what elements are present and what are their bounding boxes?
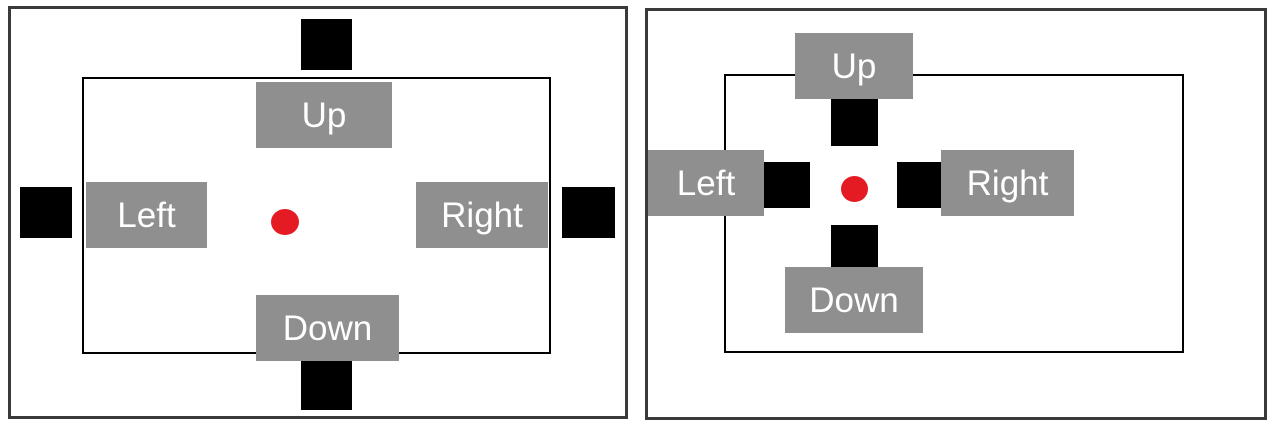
left-label: Left (86, 182, 207, 248)
panel-right: Up Down Left Right (645, 8, 1267, 420)
down-square (831, 225, 878, 272)
right-label: Right (941, 150, 1074, 216)
panel-left: Up Down Left Right (8, 6, 628, 419)
up-label: Up (256, 82, 392, 148)
left-square (763, 162, 810, 208)
down-label: Down (785, 267, 923, 333)
right-square (897, 162, 945, 208)
up-square (831, 98, 878, 146)
fixation-dot (271, 209, 299, 235)
down-square (301, 359, 352, 410)
fixation-dot (841, 176, 868, 202)
left-square (20, 187, 72, 238)
up-square (301, 19, 352, 70)
left-label: Left (648, 150, 764, 216)
right-label: Right (416, 182, 548, 248)
up-label: Up (795, 33, 913, 99)
down-label: Down (256, 295, 399, 361)
right-square (562, 187, 615, 238)
